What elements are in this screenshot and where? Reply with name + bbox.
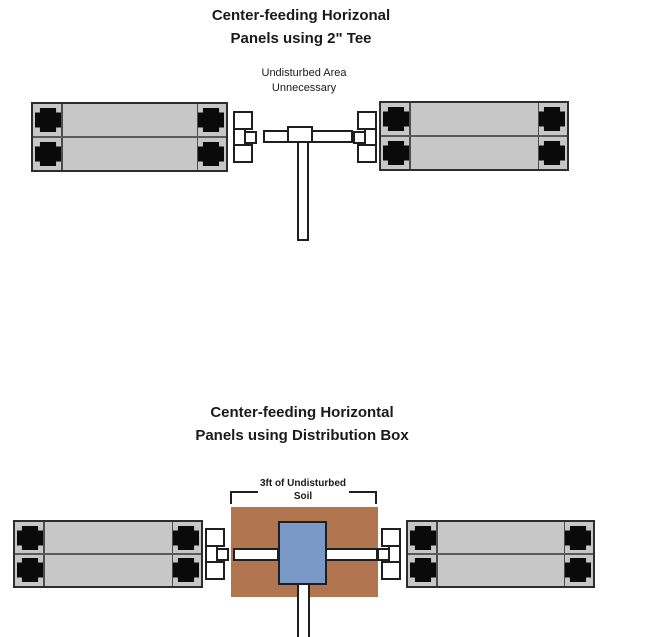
panel-connector-lug xyxy=(565,526,591,550)
dimension-bracket-right xyxy=(349,491,377,504)
bottom-left-coupler xyxy=(205,528,229,580)
dbox-outlet-pipe xyxy=(297,584,310,637)
tee-drop-pipe xyxy=(297,141,309,241)
top-diagram-title: Center-feeding Horizonal Panels using 2"… xyxy=(121,4,481,50)
top-right-coupler xyxy=(353,111,377,163)
panel-mid-divider xyxy=(381,135,567,137)
soil-dimension-label: 3ft of Undisturbed Soil xyxy=(243,477,363,503)
panel-connector-lug xyxy=(410,558,436,582)
soil-label-line2: Soil xyxy=(293,491,313,502)
top-title-line1: Center-feeding Horizonal xyxy=(211,7,391,24)
distribution-box xyxy=(278,521,327,585)
undisturbed-area-note: Undisturbed Area Unnecessary xyxy=(184,66,424,96)
panel-connector-lug xyxy=(173,526,199,550)
dbox-right-pipe xyxy=(325,548,378,561)
tee-fitting xyxy=(287,126,313,143)
coupler-bottom-tab xyxy=(381,561,401,580)
panel-connector-lug xyxy=(17,558,43,582)
coupler-bottom-tab xyxy=(233,144,253,163)
coupler-bottom-tab xyxy=(357,144,377,163)
bottom-title-line1: Center-feeding Horizontal xyxy=(210,404,394,421)
panel-connector-lug xyxy=(410,526,436,550)
panel-connector-lug xyxy=(198,142,224,166)
tee-right-pipe xyxy=(311,130,353,143)
coupler-bottom-tab xyxy=(205,561,225,580)
panel-connector-lug xyxy=(173,558,199,582)
note-line2: Unnecessary xyxy=(271,82,337,94)
panel-mid-divider xyxy=(408,553,593,555)
panel-connector-lug xyxy=(565,558,591,582)
bottom-left-panel xyxy=(13,520,203,588)
bottom-diagram-title: Center-feeding Horizontal Panels using D… xyxy=(122,401,482,447)
top-left-panel xyxy=(31,102,228,172)
panel-connector-lug xyxy=(539,107,565,131)
panel-mid-divider xyxy=(15,553,201,555)
bottom-right-coupler xyxy=(377,528,401,580)
dbox-left-pipe xyxy=(233,548,279,561)
note-line1: Undisturbed Area xyxy=(261,67,347,79)
panel-connector-lug xyxy=(35,142,61,166)
top-right-panel xyxy=(379,101,569,171)
bottom-title-line2: Panels using Distribution Box xyxy=(195,427,409,444)
tee-left-pipe xyxy=(263,130,289,143)
panel-connector-lug xyxy=(198,108,224,132)
bottom-right-panel xyxy=(406,520,595,588)
panel-connector-lug xyxy=(383,141,409,165)
panel-connector-lug xyxy=(17,526,43,550)
top-left-coupler xyxy=(233,111,257,163)
panel-connector-lug xyxy=(35,108,61,132)
panel-mid-divider xyxy=(33,136,226,138)
panel-connector-lug xyxy=(539,141,565,165)
panel-connector-lug xyxy=(383,107,409,131)
soil-label-line1: 3ft of Undisturbed xyxy=(259,478,347,489)
dimension-bracket-left xyxy=(230,491,258,504)
top-title-line2: Panels using 2" Tee xyxy=(230,30,372,47)
